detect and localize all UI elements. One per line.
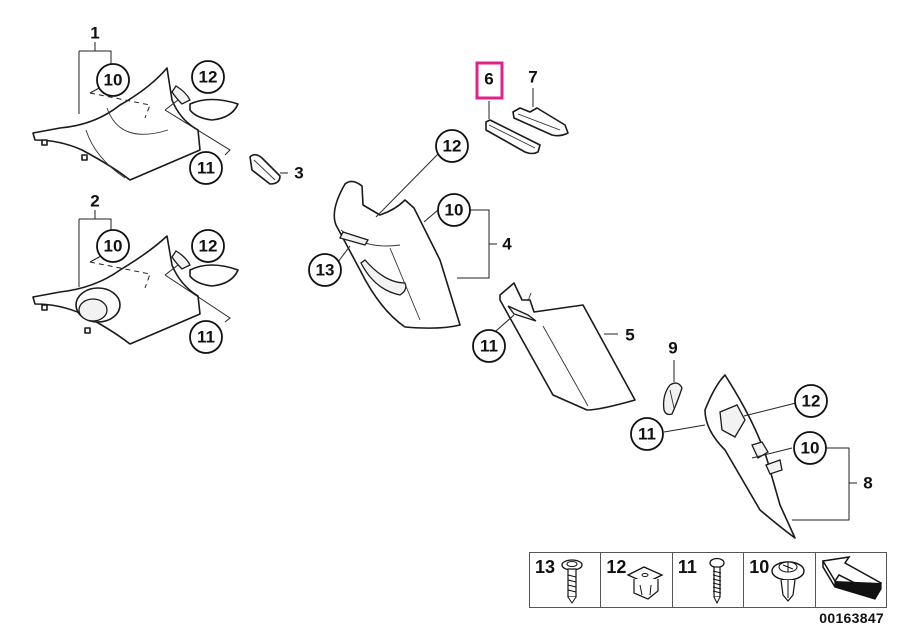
part-label-6: 6 [484, 70, 493, 89]
part-label-3: 3 [294, 164, 303, 183]
legend-item-12[interactable]: 12 [601, 553, 673, 607]
svg-text:11: 11 [638, 425, 656, 444]
diagram-part-number: 00163847 [819, 610, 884, 626]
legend-item-13[interactable]: 13 [530, 553, 602, 607]
svg-text:12: 12 [199, 68, 218, 87]
part-label-9: 9 [668, 339, 677, 358]
part-1-bracket [78, 42, 112, 114]
svg-text:12: 12 [802, 392, 821, 411]
svg-text:12: 12 [199, 237, 218, 256]
part-3-cover[interactable] [249, 153, 281, 185]
part-9-clip[interactable] [662, 382, 683, 416]
part-label-8: 8 [863, 474, 872, 493]
legend-number: 13 [535, 557, 556, 577]
callout-11[interactable]: 11 [189, 320, 223, 354]
part-5-lower-cover[interactable] [499, 282, 636, 411]
legend-item-arrow[interactable] [816, 553, 886, 607]
svg-text:11: 11 [197, 159, 215, 178]
direction-arrow-icon [821, 555, 882, 600]
legend-number: 11 [677, 557, 697, 577]
callout-13[interactable]: 13 [308, 253, 342, 287]
highlight-box [475, 61, 504, 100]
callout-12[interactable]: 12 [794, 384, 828, 418]
callout-11[interactable]: 11 [189, 151, 223, 185]
part-6-strip[interactable] [485, 119, 541, 155]
callout-11[interactable]: 11 [472, 329, 506, 363]
legend-item-10[interactable]: 10 [744, 553, 816, 607]
svg-text:11: 11 [480, 337, 498, 356]
legend-number: 12 [606, 557, 627, 577]
screw-with-washer-icon [561, 559, 584, 604]
callout-10[interactable]: 10 [96, 229, 130, 263]
svg-text:11: 11 [197, 328, 215, 347]
svg-text:13: 13 [316, 261, 335, 280]
legend-number: 10 [749, 557, 770, 577]
svg-text:10: 10 [104, 71, 123, 90]
part-8-pillar-trim[interactable] [704, 374, 796, 539]
part-label-4: 4 [502, 235, 512, 254]
part-1-trim-panel[interactable] [32, 67, 239, 181]
part-4-steering-column-cover[interactable] [333, 180, 461, 329]
clip-nut-icon [626, 566, 664, 600]
svg-text:10: 10 [445, 201, 464, 220]
part-label-7: 7 [528, 68, 537, 87]
svg-text:12: 12 [443, 137, 462, 156]
self-tapping-screw-icon [709, 557, 725, 605]
callout-11[interactable]: 11 [630, 417, 664, 451]
part-2-trim-panel[interactable] [32, 235, 239, 345]
part-label-1: 1 [90, 24, 99, 43]
svg-text:10: 10 [104, 237, 123, 256]
svg-text:10: 10 [801, 439, 820, 458]
legend-item-11[interactable]: 11 [673, 553, 745, 607]
callout-12[interactable]: 12 [435, 129, 469, 163]
callout-10[interactable]: 10 [96, 63, 130, 97]
part-7-strip[interactable] [512, 107, 569, 137]
expanding-rivet-icon [770, 561, 805, 602]
callout-12[interactable]: 12 [191, 229, 225, 263]
part-label-5: 5 [625, 326, 634, 345]
callout-10[interactable]: 10 [437, 193, 471, 227]
part-label-2: 2 [90, 192, 99, 211]
fastener-legend: 13 12 11 10 [529, 552, 887, 608]
callout-10[interactable]: 10 [793, 431, 827, 465]
callout-12[interactable]: 12 [191, 60, 225, 94]
